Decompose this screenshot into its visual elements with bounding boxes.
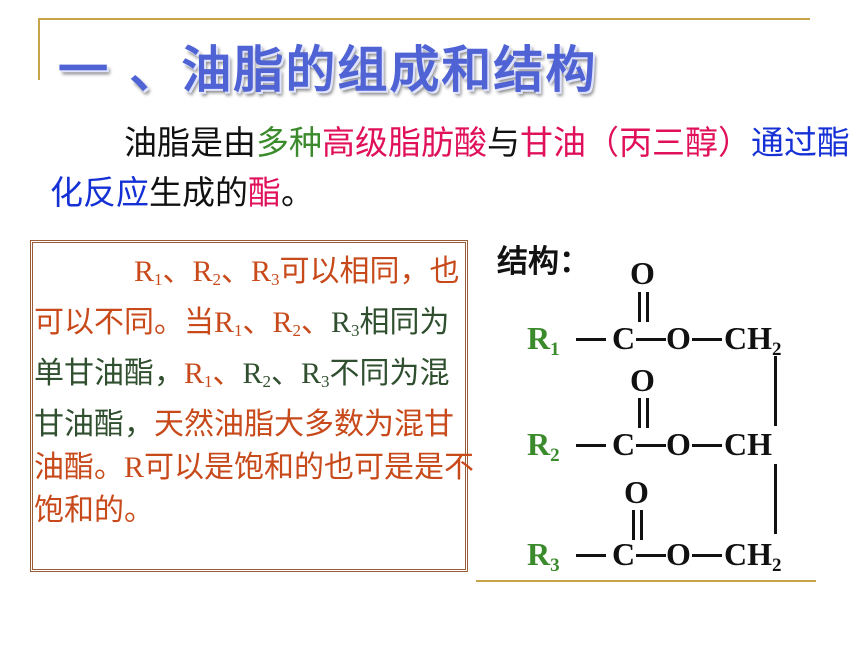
ester-oxygen-3: O xyxy=(666,536,691,572)
carbonyl-oxygen-2: O xyxy=(630,362,655,398)
o-ch-bond-2 xyxy=(692,444,722,447)
left-rule xyxy=(38,18,40,80)
ch-middle: CH xyxy=(724,426,772,462)
r3-bond xyxy=(576,554,606,557)
c-o-bond-2 xyxy=(636,444,666,447)
o-ch2-bond-1 xyxy=(692,338,722,341)
double-bond-2b xyxy=(646,398,649,428)
intro-text-glycerol: 甘油（丙三醇） xyxy=(520,123,751,162)
c-o-bond-1 xyxy=(636,338,666,341)
o-ch2-bond-3 xyxy=(692,554,722,557)
double-bond-3a xyxy=(632,510,635,540)
structure-label: 结构： xyxy=(497,244,590,280)
intro-paragraph: 油脂是由多种高级脂肪酸与甘油（丙三醇）通过酯化反应生成的酯。 xyxy=(50,118,856,218)
r3-group: R3 xyxy=(527,536,560,576)
intro-text-ester: 酯 xyxy=(248,173,281,212)
double-bond-2a xyxy=(638,398,641,428)
c-o-bond-3 xyxy=(636,554,666,557)
backbone-bond-upper xyxy=(774,356,777,426)
r1-group: R1 xyxy=(527,320,560,360)
intro-text-1: 油脂是由 xyxy=(124,123,256,162)
backbone-bond-lower xyxy=(774,464,777,534)
carbon-3: C xyxy=(612,536,636,572)
double-bond-1a xyxy=(638,292,641,322)
carbon-1: C xyxy=(612,320,636,356)
ester-oxygen-2: O xyxy=(666,426,691,462)
r2-bond xyxy=(576,444,606,447)
double-bond-1b xyxy=(646,292,649,322)
ch2-top: CH2 xyxy=(724,320,782,360)
slide-title: 一 、油脂的组成和结构 xyxy=(58,41,598,99)
double-bond-3b xyxy=(640,510,643,540)
intro-text-produce: 生成的 xyxy=(149,173,248,212)
intro-text-period: 。 xyxy=(281,173,314,212)
intro-text-and: 与 xyxy=(487,123,520,162)
bottom-rule xyxy=(476,580,816,582)
intro-text-fatty-acid: 高级脂肪酸 xyxy=(322,123,487,162)
intro-text-esterification: 通过酯化反应 xyxy=(50,123,850,212)
note-box xyxy=(30,240,468,572)
ch2-bottom: CH2 xyxy=(724,536,782,576)
carbonyl-oxygen-3: O xyxy=(624,474,649,510)
r2-group: R2 xyxy=(527,426,560,466)
carbonyl-oxygen-1: O xyxy=(630,255,655,291)
intro-text-many: 多种 xyxy=(256,123,322,162)
r1-bond xyxy=(576,338,606,341)
ester-oxygen-1: O xyxy=(666,320,691,356)
top-rule xyxy=(38,18,810,20)
note-text: R1、R2、R3可以相同，也可以不同。当R1、R2、R3相同为单甘油酯，R1、R… xyxy=(34,255,475,527)
carbon-2: C xyxy=(612,426,636,462)
